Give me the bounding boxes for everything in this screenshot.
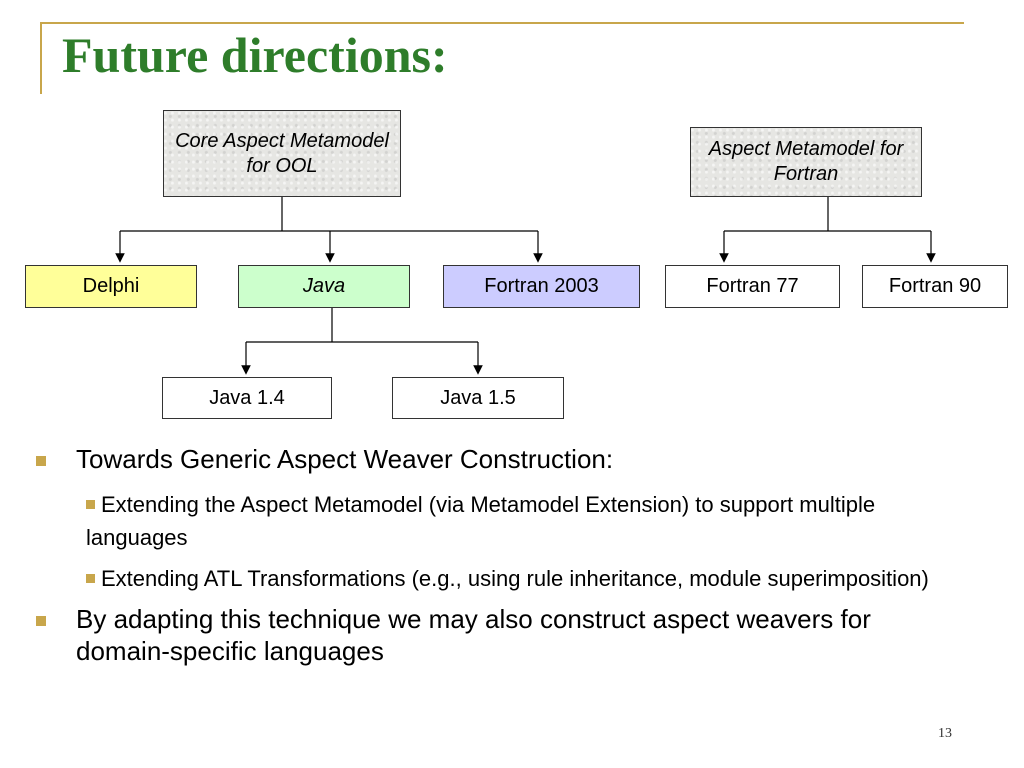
left-rule — [40, 22, 42, 94]
top-rule — [40, 22, 964, 24]
java-label: Java — [302, 275, 346, 297]
java15-box: Java 1.5 — [392, 377, 564, 419]
fortran77-box: Fortran 77 — [665, 265, 840, 308]
bullet-text: By adapting this technique we may also c… — [76, 603, 871, 667]
core-aspect-metamodel-label: Core Aspect Metamodel for OOL — [175, 129, 389, 177]
delphi-label: Delphi — [82, 275, 140, 297]
fortran2003-label: Fortran 2003 — [484, 275, 599, 297]
bullet-item: Towards Generic Aspect Weaver Constructi… — [36, 443, 936, 476]
fortran77-label: Fortran 77 — [706, 275, 799, 297]
bullet-marker — [36, 615, 46, 626]
sub-bullet-marker — [86, 573, 95, 583]
sub-bullet-marker — [86, 499, 95, 509]
java14-box: Java 1.4 — [162, 377, 332, 419]
delphi-box: Delphi — [25, 265, 197, 308]
fortran-aspect-metamodel-box: Aspect Metamodel for Fortran — [690, 127, 922, 197]
sub-bullet-text: Extending ATL Transformations (e.g., usi… — [101, 565, 929, 591]
core-aspect-metamodel-box: Core Aspect Metamodel for OOL — [163, 110, 401, 197]
fortran90-label: Fortran 90 — [888, 275, 982, 297]
sub-bullet-item: Extending the Aspect Metamodel (via Meta… — [86, 488, 936, 554]
bullet-item: By adapting this technique we may also c… — [36, 603, 936, 668]
page-number: 13 — [938, 726, 952, 741]
java-box: Java — [238, 265, 410, 308]
sub-bullet-text: Extending the Aspect Metamodel (via Meta… — [86, 491, 876, 550]
fortran-aspect-metamodel-label: Aspect Metamodel for Fortran — [708, 138, 904, 185]
bullet-marker — [36, 456, 46, 466]
bullet-text: Towards Generic Aspect Weaver Constructi… — [76, 444, 614, 474]
sub-bullet-item: Extending ATL Transformations (e.g., usi… — [86, 562, 936, 595]
fortran2003-box: Fortran 2003 — [443, 265, 640, 308]
bullet-list: Towards Generic Aspect Weaver Constructi… — [36, 443, 936, 680]
slide-title: Future directions: — [62, 27, 448, 83]
java14-label: Java 1.4 — [209, 386, 285, 409]
java15-label: Java 1.5 — [440, 386, 516, 409]
fortran90-box: Fortran 90 — [862, 265, 1008, 308]
